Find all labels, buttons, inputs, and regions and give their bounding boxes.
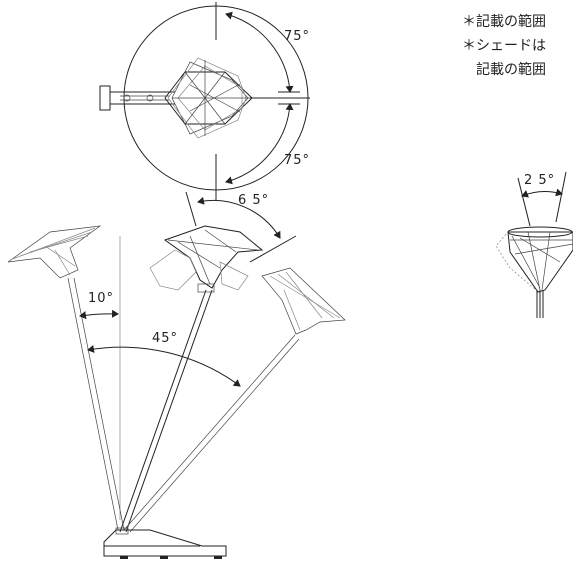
angle-label-top-lower: 75°	[284, 153, 310, 168]
lamp-base	[103, 527, 227, 559]
lamp-right	[123, 267, 346, 533]
upper-rotation-arc	[225, 11, 294, 93]
top-view: 75° 75°	[99, 2, 310, 200]
notes: ＊記載の範囲 ＊シェードは 記載の範囲	[462, 13, 546, 78]
shade-angle-line-right	[555, 171, 567, 223]
shade-plan	[164, 57, 253, 139]
angle-label-tilt-right: 45°	[152, 331, 178, 346]
shade-rotation-view: 2 5°	[495, 171, 573, 318]
lower-rotation-arc	[225, 103, 294, 185]
tilt-right-arc	[87, 345, 241, 387]
tilt-back-ref-line	[185, 191, 197, 227]
note-line-2: ＊シェードは	[462, 38, 546, 54]
angle-label-shade-rotate: 2 5°	[524, 173, 555, 188]
note-line-3: 記載の範囲	[476, 61, 546, 78]
angle-label-tilt-back: 6 5°	[238, 193, 269, 208]
note-line-1: ＊記載の範囲	[462, 13, 546, 30]
tilt-back-arc	[197, 196, 281, 239]
angle-label-top-upper: 75°	[284, 29, 310, 44]
lamp-left	[7, 225, 125, 531]
tilt-left-arc	[79, 309, 119, 320]
tilt-back-ref-line-2	[249, 235, 297, 263]
shade-rotation-arc	[521, 188, 563, 198]
angle-label-tilt-left: 10°	[88, 291, 114, 306]
shade-angle-line-left	[517, 177, 531, 227]
lamp-center	[119, 225, 264, 533]
base-clamp	[99, 85, 111, 111]
side-view: 6 5° 10° 45°	[7, 191, 346, 559]
